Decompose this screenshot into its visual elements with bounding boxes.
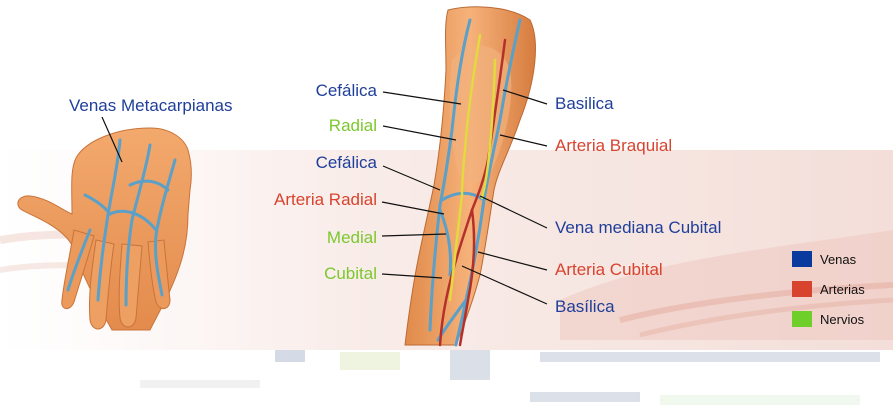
legend-item-nervios: Nervios [792,309,864,329]
label-basilica-lower: Basílica [555,297,615,317]
legend-swatch-nervios [792,311,812,327]
legend-label-arterias: Arterias [820,282,865,297]
label-arteria-radial: Arteria Radial [240,190,377,210]
legend-swatch-venas [792,251,812,267]
blurred-bottom-strip [140,350,880,405]
label-arteria-cubital: Arteria Cubital [555,260,663,280]
label-arteria-braquial: Arteria Braquial [555,136,672,156]
legend-swatch-arterias [792,281,812,297]
label-vena-mediana-cubital: Vena mediana Cubital [555,218,721,238]
legend-item-arterias: Arterias [792,279,865,299]
label-venas-metacarpianas: Venas Metacarpianas [69,96,233,116]
label-basilica-upper: Basilica [555,94,614,114]
legend-label-nervios: Nervios [820,312,864,327]
label-cefalica-lower: Cefálica [270,153,377,173]
label-cefalica-upper: Cefálica [270,81,377,101]
legend-item-venas: Venas [792,249,856,269]
label-medial: Medial [270,228,377,248]
legend-label-venas: Venas [820,252,856,267]
label-cubital: Cubital [270,264,377,284]
label-radial: Radial [270,116,377,136]
